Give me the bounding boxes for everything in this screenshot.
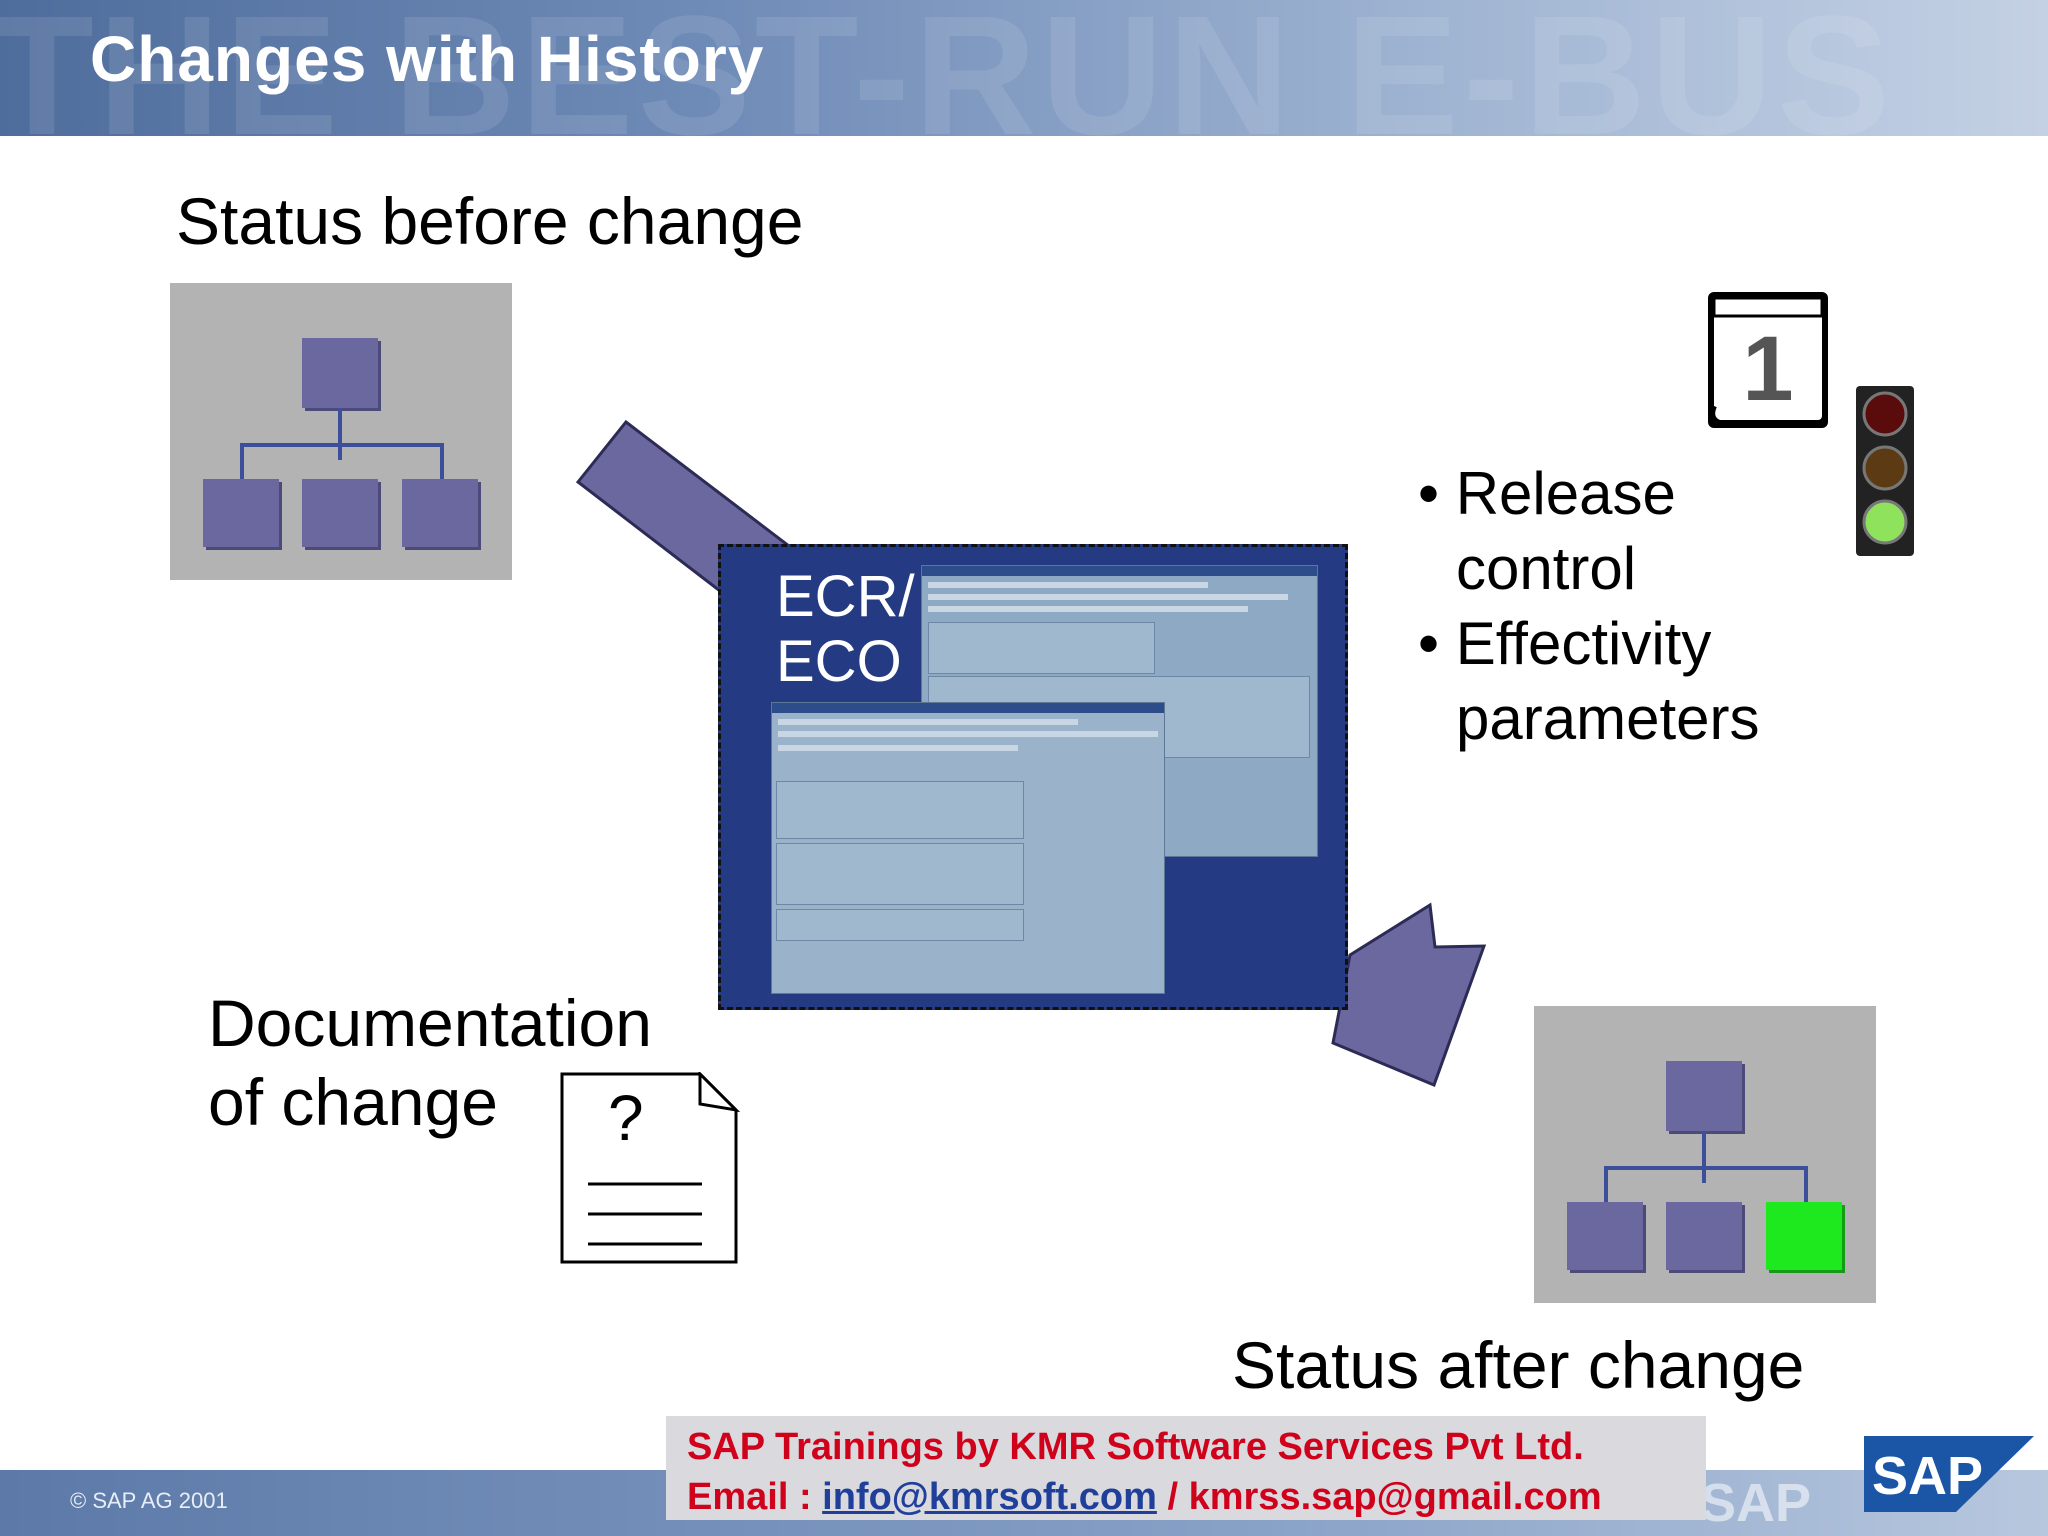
email-label: Email : (687, 1476, 823, 1518)
document-icon: ? (560, 1072, 740, 1264)
hierarchy-connector (338, 408, 342, 460)
sap-logo: SAP (1864, 1436, 2034, 1512)
bullet-text: control (1456, 535, 1637, 602)
training-banner (666, 1416, 1706, 1520)
hierarchy-connector (240, 443, 442, 447)
hierarchy-child-box (203, 479, 279, 547)
training-text: SAP Trainings by KMR Software Services P… (687, 1426, 1584, 1468)
status-before-label: Status before change (176, 184, 804, 258)
hierarchy-child-box (1567, 1202, 1643, 1270)
hierarchy-new-child-box (1766, 1202, 1842, 1270)
document-question-mark: ? (608, 1082, 644, 1154)
hierarchy-root-box (302, 338, 378, 408)
hierarchy-connector (1604, 1166, 1806, 1170)
bullet-effectivity: • Effectivity parameters (1418, 606, 1759, 756)
footer-watermark: SAP (1700, 1473, 1812, 1533)
bullet-release-control: • Release control (1418, 456, 1676, 606)
copyright-text: © SAP AG 2001 (70, 1488, 228, 1513)
ecr-label-line1: ECR/ (776, 564, 915, 629)
documentation-line1: Documentation (208, 986, 652, 1060)
calendar-number: 1 (1742, 318, 1793, 420)
bullet-text: parameters (1456, 685, 1760, 752)
header-watermark: THE BEST-RUN E-BUS (0, 0, 1895, 136)
ecr-eco-panel (718, 544, 1348, 1010)
email-link-gmail[interactable]: kmrss.sap@gmail.com (1188, 1476, 1602, 1518)
bullet-text: Release (1455, 460, 1676, 527)
bullet-marker: • (1418, 460, 1440, 527)
header-band: THE BEST-RUN E-BUS (0, 0, 2048, 136)
arrow-out-head (1331, 902, 1487, 1087)
sap-logo-text: SAP (1872, 1446, 1983, 1506)
calendar-icon: 1 (1708, 292, 1828, 428)
hierarchy-after-panel (1534, 1006, 1876, 1303)
hierarchy-root-box (1666, 1061, 1742, 1131)
hierarchy-child-box (1666, 1202, 1742, 1270)
hierarchy-child-box (402, 479, 478, 547)
hierarchy-child-box (302, 479, 378, 547)
hierarchy-connector (1804, 1166, 1808, 1202)
hierarchy-connector (1702, 1131, 1706, 1183)
hierarchy-connector (440, 443, 444, 479)
documentation-line2: of change (208, 1065, 498, 1140)
email-separator: / (1156, 1476, 1189, 1518)
email-line: Email : info@kmrsoft.com / kmrss.sap@gma… (687, 1476, 1602, 1519)
documentation-label: Documentation of change (208, 984, 652, 1142)
slide-title: Changes with History (90, 23, 765, 95)
hierarchy-before-panel (170, 283, 512, 580)
hierarchy-connector (240, 443, 244, 479)
bullet-marker: • (1418, 610, 1440, 677)
hierarchy-connector (1604, 1166, 1608, 1202)
change-request-screenshot (771, 702, 1165, 994)
email-link-kmrsoft[interactable]: info@kmrsoft.com (822, 1476, 1157, 1518)
ecr-label-line2: ECO (776, 628, 902, 694)
traffic-light-icon (1856, 386, 1914, 556)
bullet-text: Effectivity (1455, 610, 1712, 677)
status-after-label: Status after change (1232, 1328, 1805, 1402)
ecr-eco-label: ECR/ ECO (776, 564, 915, 695)
